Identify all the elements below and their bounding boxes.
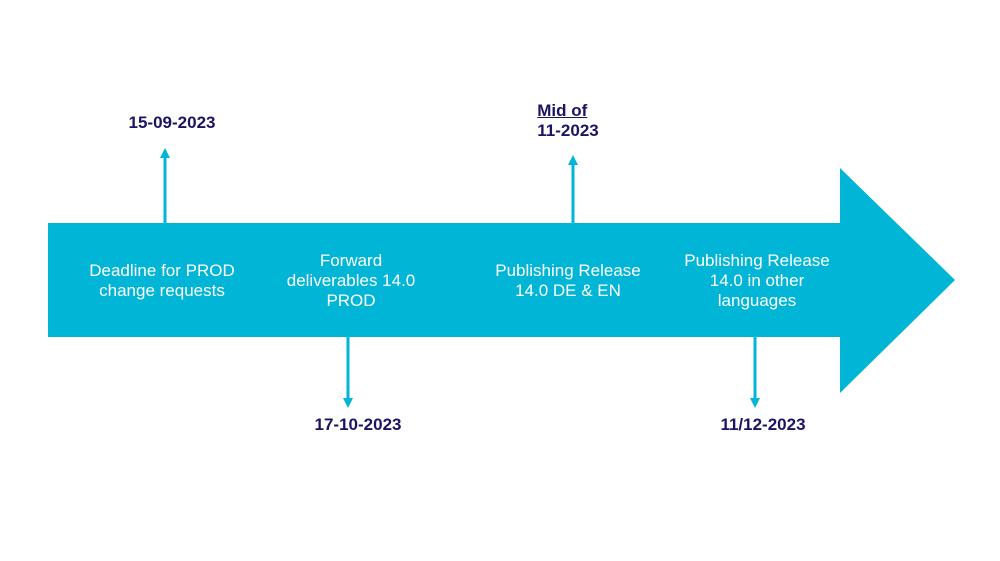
milestone-label-4: Publishing Release 14.0 in other languag… [684,251,830,310]
milestone-date-text-4: 11/12-2023 [720,415,806,434]
milestone-date-1: 15-09-2023 [129,113,216,133]
milestone-date-text-3: 11-2023 [537,121,599,140]
milestone-date-2: 17-10-2023 [315,415,402,435]
milestone-label-2: Forward deliverables 14.0 PROD [286,251,416,310]
timeline-arrow-shape [48,168,955,393]
milestone-date-text-1: 15-09-2023 [128,113,216,132]
milestone-date-3: Mid of 11-2023 [537,101,598,141]
milestone-date-4: 11/12-2023 [720,415,805,435]
milestone-date-prefix-3: Mid of [537,101,588,120]
milestone-label-3: Publishing Release 14.0 DE & EN [495,261,641,300]
milestone-date-text-2: 17-10-2023 [314,415,402,434]
milestone-label-1: Deadline for PROD change requests [89,261,235,300]
